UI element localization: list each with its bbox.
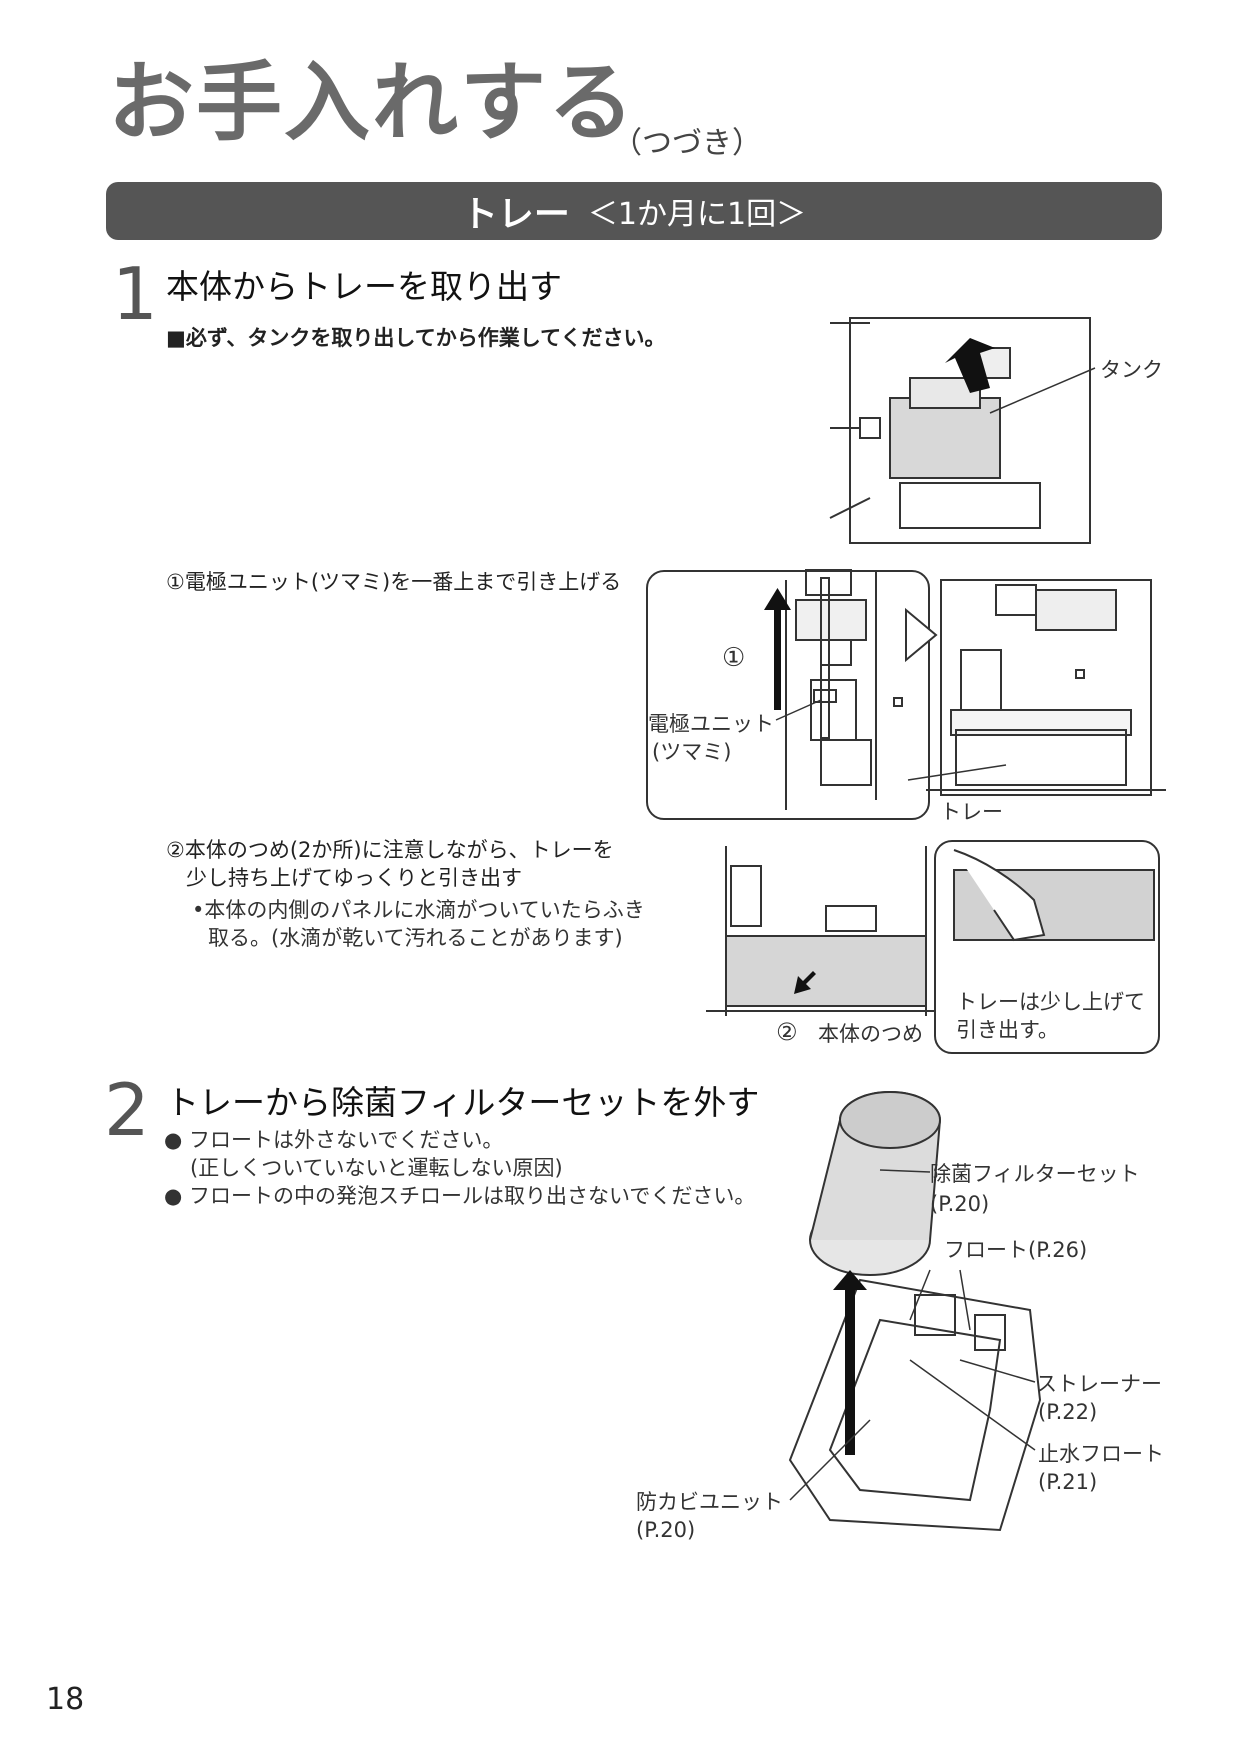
step-1-number: 1 — [112, 252, 158, 336]
label-electrode-knob: (ツマミ) — [652, 740, 732, 764]
label-electrode-unit: 電極ユニット — [648, 712, 774, 736]
page-title: お手入れする — [108, 53, 636, 153]
step-2-title: トレーから除菌フィルターセットを外す — [166, 1083, 760, 1122]
circle-step-1: ① — [722, 643, 746, 673]
circle-step-2: ② — [776, 1018, 798, 1046]
tray-in-body-illustration — [905, 579, 1166, 796]
label-filter-set-ref: (P.20) — [930, 1192, 990, 1216]
label-stop-float: 止水フロート — [1038, 1442, 1164, 1466]
callout-text-line2: 引き出す。 — [956, 1018, 1059, 1042]
hand-lifting-tray-illustration — [953, 849, 1155, 942]
step-1-warning: ■必ず、タンクを取り出してから作業してください。 — [166, 326, 666, 350]
tray-pull-illustration — [706, 846, 936, 1016]
label-mold-unit: 防カビユニット — [636, 1490, 783, 1514]
callout-text-line1: トレーは少し上げて — [956, 990, 1145, 1014]
label-stop-float-ref: (P.21) — [1038, 1470, 1098, 1494]
label-tank: タンク — [1100, 358, 1163, 382]
step-2-leader-lines — [789, 1169, 1036, 1501]
section-header-bar: トレー ＜1か月に1回＞ — [106, 182, 1162, 240]
substep-2-bullet-line2: 取る。(水滴が乾いて汚れることがあります) — [208, 926, 623, 950]
step-2-note-1: ● フロートは外さないでください。 — [164, 1128, 504, 1152]
label-body-claw: 本体のつめ — [818, 1022, 923, 1046]
label-strainer: ストレーナー — [1036, 1372, 1162, 1396]
section-title: トレー — [461, 194, 570, 235]
substep-1-text: ①電極ユニット(ツマミ)を一番上まで引き上げる — [166, 570, 622, 594]
electrode-zoom-callout — [646, 570, 930, 820]
label-filter-set: 除菌フィルターセット — [930, 1162, 1140, 1186]
substep-2-line2: 少し持ち上げてゆっくりと引き出す — [186, 866, 522, 890]
label-strainer-ref: (P.22) — [1038, 1400, 1098, 1424]
label-tray: トレー — [940, 800, 1003, 824]
page-number: 18 — [46, 1682, 85, 1717]
step-2-note-1b: (正しくついていないと運転しない原因) — [190, 1156, 563, 1180]
tank-removal-illustration — [829, 317, 1096, 544]
substep-2-bullet-line1: •本体の内側のパネルに水滴がついていたらふき — [192, 898, 645, 922]
section-frequency: ＜1か月に1回＞ — [587, 197, 807, 232]
substep-2-line1: ②本体のつめ(2か所)に注意しながら、トレーを — [166, 838, 614, 862]
label-float: フロート(P.26) — [944, 1238, 1088, 1262]
step-1-title: 本体からトレーを取り出す — [166, 267, 562, 306]
electrode-zoom-illustration — [764, 569, 903, 810]
step-2-number: 2 — [104, 1068, 150, 1152]
filter-tray-illustration — [788, 1091, 1042, 1532]
step-2-note-2: ● フロートの中の発泡スチロールは取り出さないでください。 — [164, 1184, 756, 1208]
label-mold-unit-ref: (P.20) — [636, 1518, 696, 1542]
page-subtitle: （つづき） — [612, 126, 762, 161]
